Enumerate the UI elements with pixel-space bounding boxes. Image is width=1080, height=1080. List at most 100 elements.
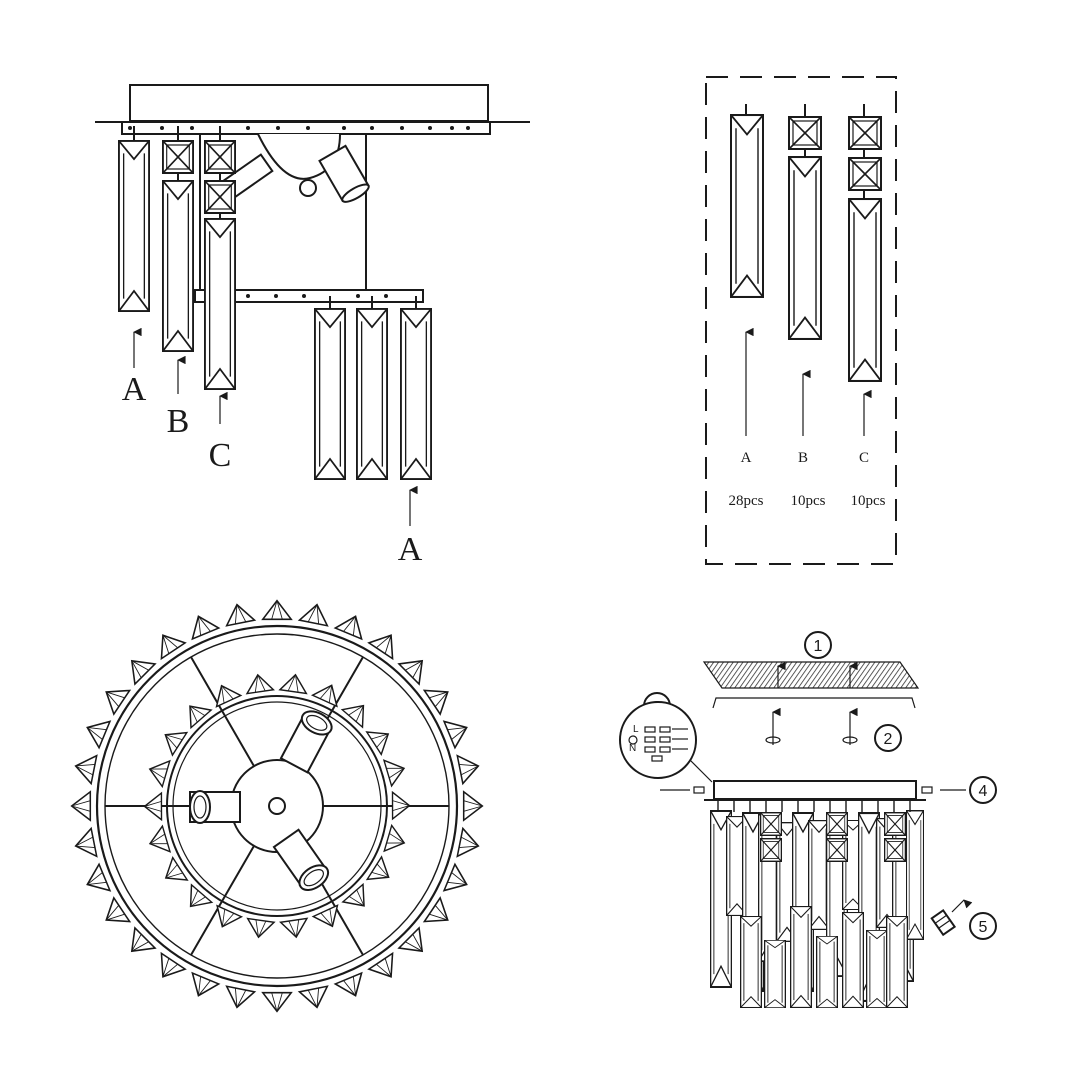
ring-crystal [145,825,171,858]
ring-crystal [383,754,409,787]
ring-crystal [342,883,375,916]
step-badge-5 [969,912,997,940]
hanging-square-crystal [826,838,848,862]
installation-view: 1 2 3 L N 4 [619,631,997,1008]
mounting-plate [702,661,920,689]
ring-crystal [383,824,409,857]
frame-spoke [190,656,255,767]
socket-icon [189,790,241,824]
hanging-crystal [906,810,924,940]
screw-icon [693,786,705,794]
side-label-c: C [209,437,232,474]
part-qty-c: 10pcs [851,493,886,509]
ring-crystal [184,972,220,1002]
bulb-icon [930,908,957,937]
ring-crystal [456,751,482,785]
socket-icon [279,710,333,774]
ring-crystal [298,601,332,627]
part-label-b: B [798,450,808,466]
ring-crystal [443,863,473,899]
ring-crystal [311,679,345,707]
ring-crystal [179,884,213,916]
part-a-crystal [730,114,764,298]
top-view-ring [70,599,484,1013]
hanging-crystal [866,930,888,1008]
part-label-c: C [859,450,869,466]
hanging-square-crystal [884,838,906,862]
ring-crystal [184,610,220,640]
ring-crystal [298,985,332,1011]
side-label-a-2: A [398,531,423,568]
socket-icon [318,144,370,203]
crystal-a [314,308,346,480]
crystal-a [356,308,388,480]
part-square-crystal [848,157,882,191]
ring-crystal [312,904,346,933]
ring-crystal [334,610,370,640]
ring-crystal [222,601,256,627]
ring-crystal [208,679,242,708]
step-badge-4 [969,776,997,804]
crystal-b [162,180,194,352]
parts-list-box: A B C 28pcs 10pcs 10pcs [705,76,897,565]
ring-crystal [391,791,411,820]
ring-crystal [243,672,275,695]
ring-crystal [334,972,370,1002]
ring-crystal [72,751,98,785]
terminal-n: N [629,743,636,754]
crystal-square [204,180,236,214]
socket-icon [272,828,330,891]
part-label-a: A [741,450,752,466]
frame-spoke [190,845,255,956]
part-square-crystal [848,116,882,150]
terminal-l: L [633,724,639,735]
crystal-a [400,308,432,480]
screw-icon [921,786,933,794]
crystal-c [204,218,236,390]
lower-frame-bar [194,289,424,303]
ring-crystal [279,672,310,695]
step-badge-1 [804,631,832,659]
side-assembly-view: A B C A [95,84,530,568]
wiring-detail [619,701,697,779]
hanging-crystal [842,912,864,1008]
ring-crystal [81,713,111,749]
part-qty-b: 10pcs [791,493,826,509]
bulb-icon [299,179,317,197]
ring-crystal [145,755,171,788]
crystal-square [162,140,194,174]
step-number-4: 4 [979,783,988,800]
side-label-a: A [122,371,147,408]
part-square-crystal [788,116,822,150]
ring-crystal [341,696,375,728]
step-number-1: 1 [814,638,823,655]
ring-crystal [456,827,482,861]
ground-icon [628,735,638,745]
part-c-crystal [848,198,882,382]
step-number-2: 2 [884,731,893,748]
ring-crystal [222,985,256,1011]
ring-crystal [261,599,293,621]
hanging-crystal [764,940,786,1008]
screw-icon [765,736,781,744]
ring-crystal [81,863,111,899]
ring-crystal [70,790,92,822]
crystal-a [118,140,150,312]
ring-crystal [143,792,163,821]
hanging-crystal [790,906,812,1008]
hanging-square-crystal [884,812,906,836]
screw-icon [842,736,858,744]
step-badge-2 [874,724,902,752]
ring-crystal [209,905,243,933]
hanging-crystal [740,916,762,1008]
hanging-square-crystal [760,838,782,862]
ring-crystal [279,917,311,940]
ring-crystal [179,696,212,729]
hanging-crystal [886,916,908,1008]
ring-crystal [244,917,275,940]
hanging-square-crystal [826,812,848,836]
part-b-crystal [788,156,822,340]
ceiling-canopy [129,84,489,122]
side-label-b: B [167,403,190,440]
